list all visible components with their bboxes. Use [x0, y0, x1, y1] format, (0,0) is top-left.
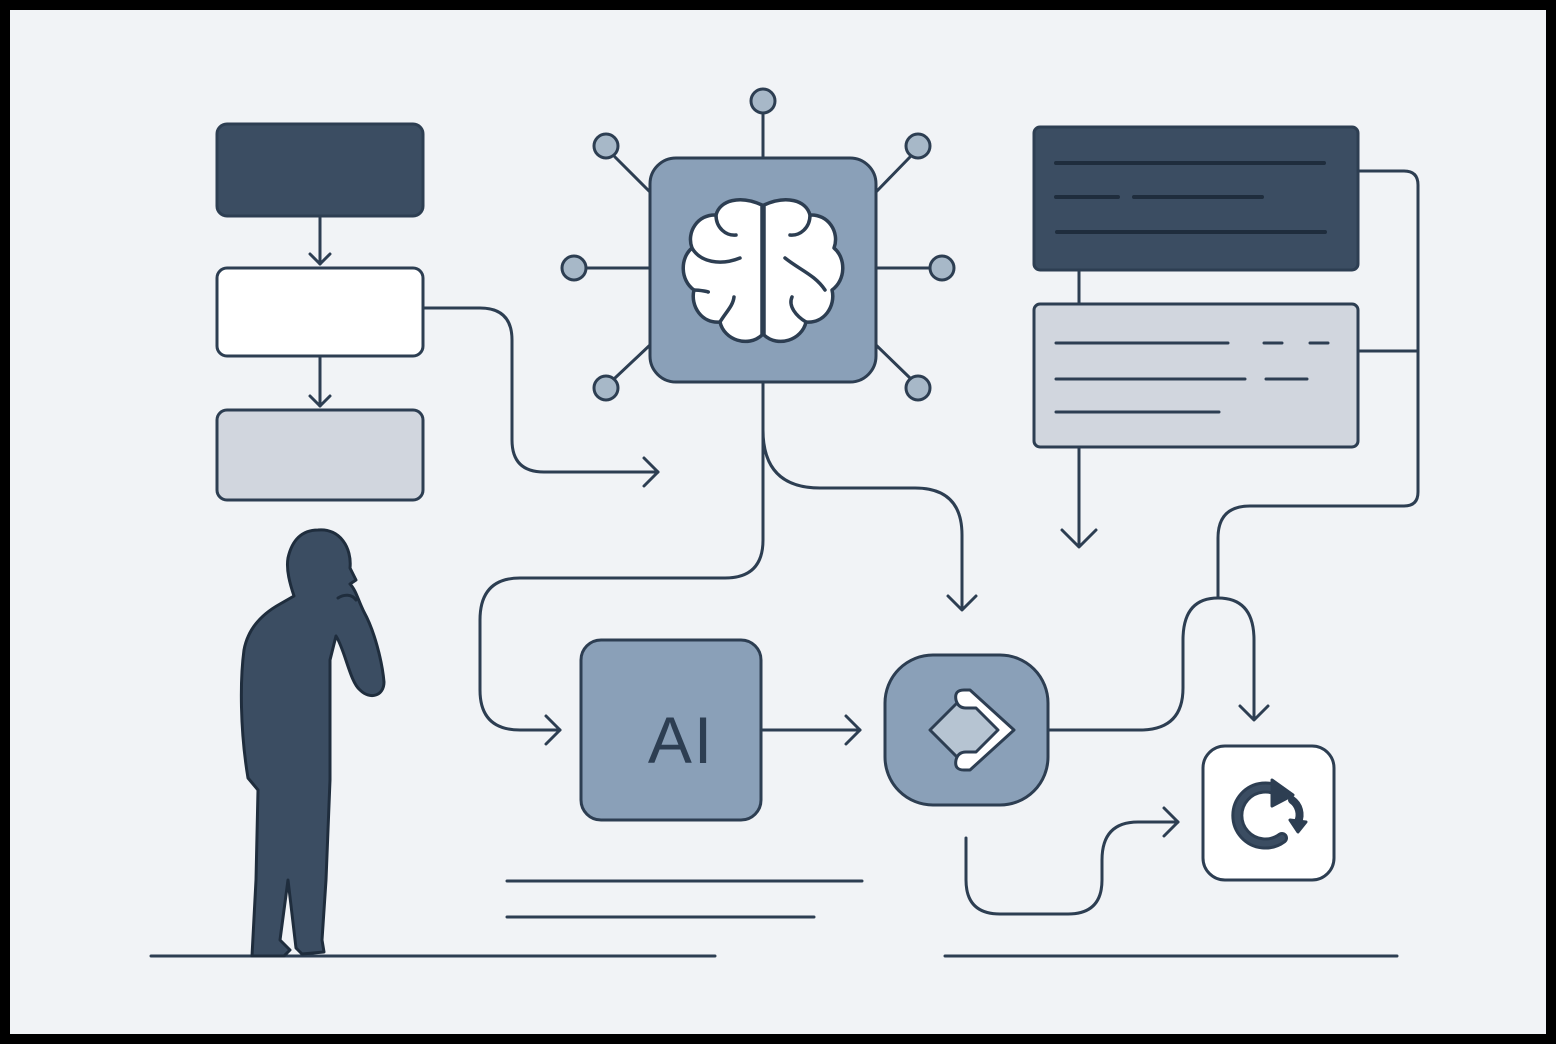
satellite-node [592, 132, 620, 160]
decorative-lines [149, 879, 1399, 958]
connector-decision-bottom [964, 820, 1180, 916]
satellite-node [928, 254, 956, 282]
connector-cards-loop [1216, 169, 1420, 600]
connector-flow-to-center [421, 306, 660, 474]
brain-chip-node [478, 87, 978, 746]
diamond-route-icon [928, 688, 1016, 772]
ai-box-node [579, 638, 862, 822]
connector-chip-to-ai [478, 380, 765, 732]
flow-box-dark [215, 122, 425, 218]
diagram-canvas: AI [10, 10, 1546, 1034]
connector-chip-to-decision [761, 428, 964, 610]
satellite-node [904, 374, 932, 402]
left-flowchart [215, 122, 660, 502]
satellite-node [749, 87, 777, 115]
person-silhouette-icon [239, 528, 386, 958]
flow-box-light [215, 408, 425, 502]
satellite-node [904, 132, 932, 160]
flow-box-white [215, 266, 425, 358]
refresh-box-node [1201, 744, 1336, 882]
satellite-node [560, 254, 588, 282]
satellite-node [592, 374, 620, 402]
decision-box-node [883, 596, 1270, 916]
text-cards [1032, 125, 1420, 600]
text-card-light [1032, 302, 1360, 449]
connector-decision-to-branch [1046, 596, 1256, 732]
ai-label: AI [647, 703, 715, 777]
refresh-icon [1231, 778, 1308, 850]
brain-icon [681, 198, 845, 344]
